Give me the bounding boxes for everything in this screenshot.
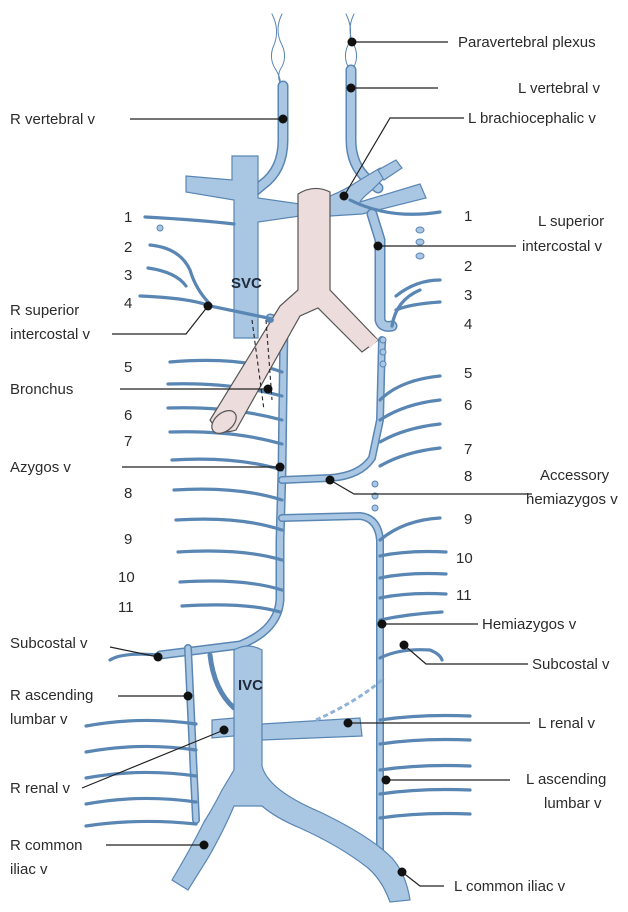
- intercostal-numbers-left: 1 2 3 4 5 6 7 8 9 10 11: [118, 209, 135, 616]
- hemiazygos-shape: [282, 516, 380, 850]
- label-accessory-hemiazygos-v-2: hemiazygos v: [526, 491, 618, 508]
- intercostal-number-left: 4: [124, 295, 132, 312]
- label-hemiazygos-v: Hemiazygos v: [482, 616, 577, 633]
- trachea-bronchi: [207, 188, 378, 437]
- paravertebral-plexus-strands: [271, 14, 356, 88]
- label-subcostal-v-right-side: Subcostal v: [10, 635, 88, 652]
- intercostal-numbers-right: 1 2 3 4 5 6 7 8 9 10 11: [456, 208, 473, 604]
- label-svc: SVC: [231, 275, 262, 292]
- intercostal-number-right: 4: [464, 316, 472, 333]
- label-r-common-iliac-v-2: iliac v: [10, 861, 48, 878]
- label-r-superior-intercostal-v-2: intercostal v: [10, 326, 91, 343]
- intercostal-number-left: 8: [124, 485, 132, 502]
- intercostal-number-left: 2: [124, 239, 132, 256]
- label-r-vertebral-v: R vertebral v: [10, 111, 96, 128]
- intercostal-number-left: 1: [124, 209, 132, 226]
- label-l-ascending-lumbar-v-1: L ascending: [526, 771, 606, 788]
- label-azygos-v: Azygos v: [10, 459, 71, 476]
- label-l-superior-intercostal-v-2: intercostal v: [522, 238, 603, 255]
- accessory-hemiazygos-shape: [282, 340, 382, 480]
- intercostal-number-left: 7: [124, 433, 132, 450]
- label-l-ascending-lumbar-v-2: lumbar v: [544, 795, 602, 812]
- label-l-brachiocephalic-v: L brachiocephalic v: [468, 110, 596, 127]
- label-subcostal-v-left-side: Subcostal v: [532, 656, 610, 673]
- renal-hemiazygos-anastomosis: [316, 678, 384, 720]
- intercostal-number-right: 6: [464, 397, 472, 414]
- intercostal-number-left: 10: [118, 569, 135, 586]
- label-l-renal-v: L renal v: [538, 715, 595, 732]
- label-r-ascending-lumbar-v-1: R ascending: [10, 687, 93, 704]
- intercostal-number-right: 3: [464, 287, 472, 304]
- intercostal-number-left: 5: [124, 359, 132, 376]
- intercostal-number-right: 2: [464, 258, 472, 275]
- intercostal-number-right: 9: [464, 511, 472, 528]
- intercostal-number-right: 5: [464, 365, 472, 382]
- label-l-superior-intercostal-v-1: L superior: [538, 213, 604, 230]
- label-ivc: IVC: [238, 677, 263, 694]
- intercostal-number-left: 6: [124, 407, 132, 424]
- label-r-ascending-lumbar-v-2: lumbar v: [10, 711, 68, 728]
- left-intercostal-branches: [350, 200, 470, 818]
- label-r-common-iliac-v-1: R common: [10, 837, 83, 854]
- intercostal-number-left: 9: [124, 531, 132, 548]
- intercostal-number-right: 1: [464, 208, 472, 225]
- intercostal-number-left: 11: [118, 599, 134, 616]
- intercostal-number-right: 7: [464, 441, 472, 458]
- text-labels: Paravertebral plexus L vertebral v R ver…: [10, 34, 618, 895]
- intercostal-number-right: 10: [456, 550, 473, 567]
- leader-lines: [82, 38, 532, 887]
- intercostal-number-right: 11: [456, 587, 472, 604]
- label-paravertebral-plexus: Paravertebral plexus: [458, 34, 596, 51]
- intercostal-number-right: 8: [464, 468, 472, 485]
- label-accessory-hemiazygos-v-1: Accessory: [540, 467, 610, 484]
- label-r-superior-intercostal-v-1: R superior: [10, 302, 79, 319]
- label-bronchus: Bronchus: [10, 381, 73, 398]
- vertebral-veins: [250, 70, 378, 195]
- label-r-renal-v: R renal v: [10, 780, 71, 797]
- intercostal-number-left: 3: [124, 267, 132, 284]
- label-l-common-iliac-v: L common iliac v: [454, 878, 566, 895]
- label-l-vertebral-v: L vertebral v: [518, 80, 600, 97]
